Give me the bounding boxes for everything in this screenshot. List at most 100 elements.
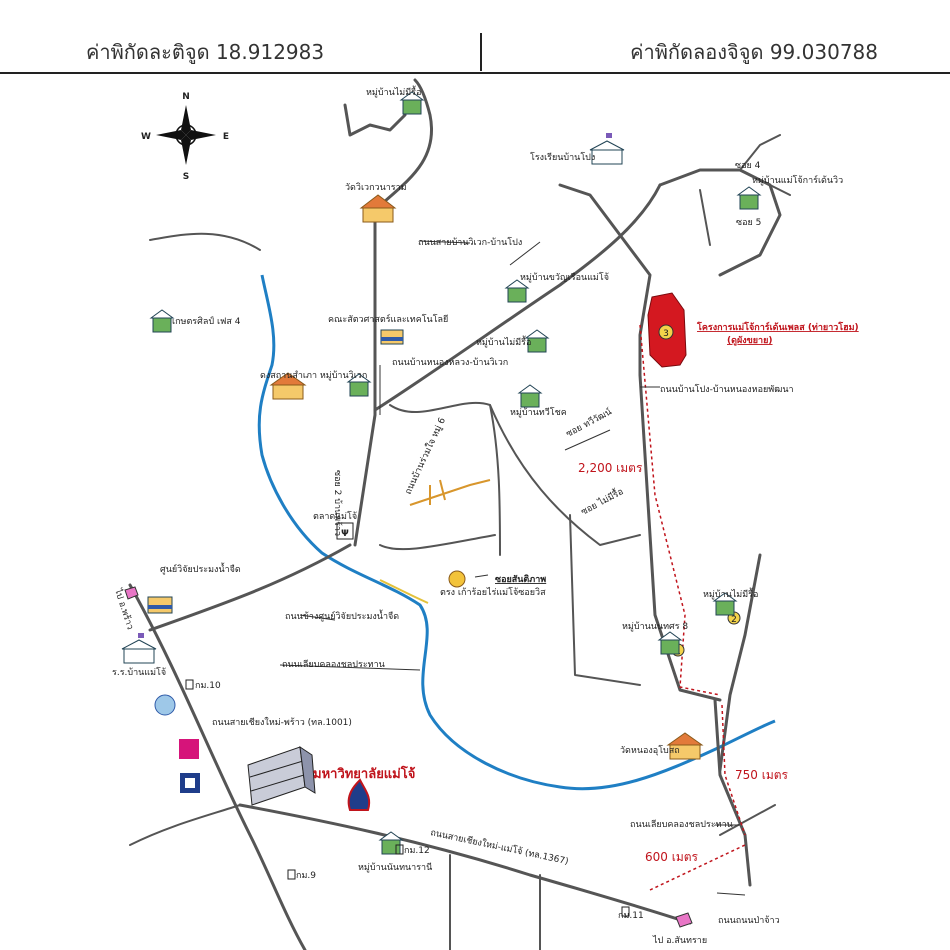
location-map[interactable]: 3 1 2 N S E W Ψ — [0, 75, 950, 950]
label-maejo-farm: ดงสถานสำเภา หมู่บ้านวิเวก — [260, 370, 367, 381]
label-agri-art: เกษตรศิลป์ เฟส 4 — [172, 315, 241, 327]
university-building-icon — [247, 745, 316, 806]
longitude-label: ค่าพิกัดลองจิจูด 99.030788 — [630, 40, 878, 64]
road-south-west — [129, 804, 241, 846]
logo-blue-icon — [154, 694, 176, 716]
label-project-sub: (ดูผังขยาย) — [727, 335, 773, 346]
faculty-icon — [380, 329, 404, 345]
km-marker-icon — [287, 869, 296, 880]
label-village-top: หมู่บ้านไม่มีรื้อ — [366, 85, 421, 98]
label-temple-nongpukhok: วัดหนองอุโบสถ — [620, 745, 680, 756]
header-underline — [0, 72, 950, 74]
label-distance-600: 600 เมตร — [645, 850, 699, 864]
pink-pin-icon — [675, 912, 693, 928]
label-tha-pong: ตรง เก้าร้อยไร่แม่โจ้ซอยวิส — [440, 587, 546, 598]
village-icon — [149, 309, 175, 333]
label-soi-orchard: ซอย 2 บ้านพร้าว — [332, 470, 343, 536]
compass-e: E — [223, 132, 229, 142]
label-km9: กม.9 — [296, 871, 316, 881]
market-icon: Ψ — [336, 522, 354, 540]
label-maejo-market: ตลาดแม่โจ้ — [313, 511, 357, 522]
label-soi5: ซอย 5 — [736, 218, 761, 228]
label-soi4: ซอย 4 — [735, 161, 761, 171]
label-road-banpong-nonghoi: ถนนบ้านโปง-บ้านหนองหอยพัฒนา — [660, 384, 794, 395]
label-project-name[interactable]: โครงการแม่โจ้การ์เด้นเพลส (ท่ายาวโฮม) — [696, 321, 859, 333]
label-soi-meereu: ซอย ไม่มีรื้อ — [578, 484, 625, 517]
label-km10: กม.10 — [195, 681, 221, 691]
temple-icon — [359, 194, 397, 223]
latitude-label: ค่าพิกัดละติจูด 18.912983 — [86, 40, 325, 64]
project-marker-badge — [658, 324, 674, 340]
km-marker-icon — [395, 844, 404, 855]
road-northwest — [343, 103, 407, 137]
compass-rose: N S E W — [141, 92, 229, 182]
school-icon — [121, 633, 157, 664]
village-icon — [657, 631, 683, 655]
village-icon — [736, 186, 762, 210]
label-soi-thawiwat: ซอย ทวีวัฒน์ — [564, 406, 614, 440]
village-icon — [712, 592, 738, 616]
label-soi-santiphap: ซอยสันติภาพ — [495, 574, 546, 585]
road-mid-east — [489, 404, 641, 546]
leader-line — [279, 240, 746, 896]
label-distance-2200: 2,200 เมตร — [578, 461, 643, 475]
road-east-bottom — [719, 804, 776, 836]
label-village-garden: หมู่บ้านแม่โจ้การ์เด้นวิว — [752, 174, 843, 186]
coordinates-header: ค่าพิกัดละติจูด 18.912983 ค่าพิกัดลองจิจ… — [0, 0, 950, 75]
label-road-bypass: ถนนถนนป่าจ้าว — [718, 915, 780, 926]
label-university[interactable]: มหาวิทยาลัยแม่โจ้ — [313, 765, 415, 782]
label-km11: กม.11 — [618, 911, 644, 921]
road-southeast — [713, 698, 752, 887]
compass-w: W — [141, 132, 151, 142]
road-west-arterial — [148, 543, 352, 632]
village-icon — [517, 384, 543, 408]
village-icon — [504, 279, 530, 303]
temple-icon — [666, 732, 704, 760]
label-road-wiwek-banpong: ถนนสายบ้านวิเวก-บ้านโปง — [418, 237, 522, 248]
label-village-meeree2: หมู่บ้านไม่มีรื้อ — [476, 335, 531, 348]
label-distance-750: 750 เมตร — [735, 768, 789, 782]
header-divider — [480, 33, 482, 71]
road-banpong — [373, 183, 662, 412]
road-east-loop — [558, 183, 722, 702]
compass-n: N — [182, 92, 190, 102]
road-south-mid — [449, 854, 541, 950]
bank-blue-icon — [180, 773, 200, 793]
road-west-far — [149, 232, 261, 251]
route-2200 — [639, 324, 721, 696]
svg-text:Ψ: Ψ — [341, 529, 349, 539]
tha-pong-icon — [448, 570, 466, 588]
marker-2-number: 2 — [731, 615, 737, 625]
village-icon — [524, 329, 550, 353]
village-icon — [346, 373, 372, 397]
km-marker-icon — [621, 906, 630, 917]
road-soi-santiphap — [379, 534, 496, 551]
label-road-canal: ถนนเลียบคลองชลประทาน — [282, 659, 385, 670]
fish-research-icon — [147, 596, 173, 614]
label-village-meeree3: หมู่บ้านไม่มีรื้อ — [703, 587, 758, 600]
label-village-nanthanaree: หมู่บ้านนันทนารานี — [358, 862, 432, 873]
label-school-maejo: ร.ร.บ้านแม่โจ้ — [112, 667, 166, 678]
label-road-nongmueang: ถนนบ้านหนองหลวง-บ้านวิเวก — [392, 357, 508, 368]
label-road-cm-phrao: ถนนสายเชียงใหม่-พร้าว (ทล.1001) — [212, 717, 352, 728]
label-temple-wiwek: วัดวิเวกวนาราม — [345, 182, 407, 193]
road-north-south — [353, 208, 377, 547]
road-hwy-1001 — [128, 583, 307, 950]
project-marker-number: 3 — [663, 329, 669, 339]
pink-pin-icon — [124, 586, 139, 600]
label-village-khwanruen: หมู่บ้านขวัญเรือนแม่โจ้ — [520, 272, 609, 283]
road-north-top — [368, 78, 433, 217]
temple-icon — [269, 372, 307, 400]
label-road-canal2: ถนนเลียบคลองชลประทาน — [630, 819, 733, 830]
school-icon — [589, 133, 625, 165]
compass-s: S — [183, 172, 189, 182]
road-southeast-branch — [718, 553, 762, 772]
gas-station-icon — [347, 778, 371, 811]
label-school-banpong: โรงเรียนบ้านโปง — [530, 152, 595, 163]
label-village-numkhot: หมู่บ้านนนทศร 8 — [622, 621, 688, 632]
label-km12: กม.12 — [404, 846, 430, 856]
label-village-thawisak: หมู่บ้านทวีโชค — [510, 407, 567, 418]
river — [257, 274, 776, 791]
road-hwy-1367 — [238, 803, 692, 925]
soi-orange — [409, 479, 491, 506]
